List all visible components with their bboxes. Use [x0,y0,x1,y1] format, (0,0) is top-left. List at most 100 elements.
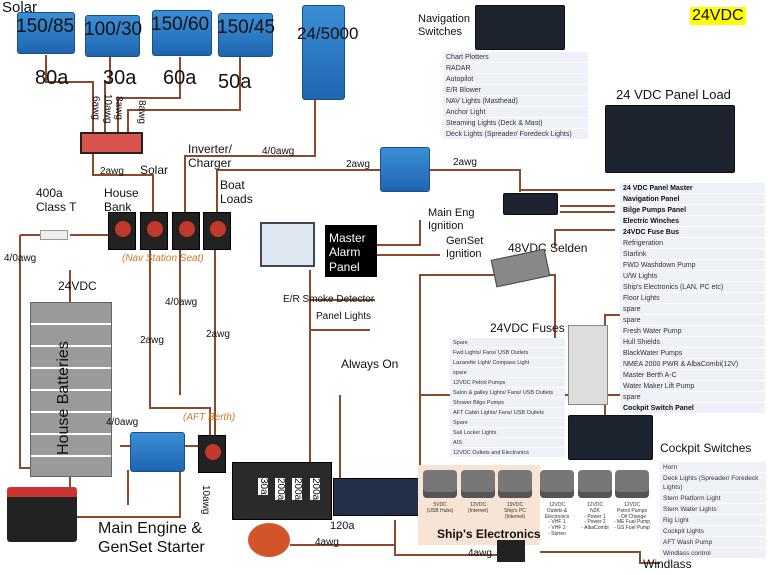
wire-gauge: 8awg [136,100,147,124]
wire-gauge: 4/0awg [262,146,295,157]
battery-voltage: 24VDC [58,279,97,293]
wire-gauge: 2awg [100,166,124,177]
lynx-fuse: 200a [292,478,303,501]
smoke-detector-label: E/R Smoke Detector [283,294,375,305]
list-item: Windlass control [660,548,766,559]
panel-load-title: 24 VDC Panel Load [616,87,731,102]
fuse-label: 30a [103,67,137,89]
list-item: 12VDC Petrol Pumps [450,378,565,388]
panel-load-item: Starlink [620,249,765,260]
inverter-model: 24/5000 [297,24,359,43]
converter-caption: 12VDC Outlets & Electronics - VHF 1 - VH… [544,502,570,537]
dc-converter [578,470,612,498]
solar-bus-label: Solar [140,163,169,177]
converter-caption: 12VDC (Internet) [467,502,489,514]
class-t-label: 400a Class T [36,186,77,215]
panel-load-item: Refrigeration [620,238,765,249]
list-item: Shower Bilge Pumps [450,398,565,408]
cockpit-switch-panel [568,415,653,460]
house-bank-label: House Bank [104,186,139,215]
battery-switch[interactable] [203,212,231,250]
list-item: Deck Lights (Spreader/ Foredeck Lights) [660,473,766,493]
list-item: Cockpit Lights [660,526,766,537]
list-item: E/R Blower [443,85,588,96]
selden-label: 48VDC Selden [508,241,588,255]
battery-switch[interactable] [108,212,136,250]
battery-switch[interactable] [198,435,226,473]
fuse-label: 60a [163,67,197,89]
dc-converter [423,470,457,498]
panel-load-item: spare [620,315,765,326]
panel-load-item: Ship's Electronics (LAN, PC etc) [620,282,765,293]
dc-panel [605,105,735,173]
battery-charger [380,147,430,192]
list-item: Fwd Lights/ Fans/ USB Outlets [450,348,565,358]
inverter-charger [302,5,345,100]
list-item: Rig Light [660,515,766,526]
wire-gauge: 6awg [90,96,101,120]
aft-berth-note: (AFT Berth) [183,412,236,423]
panel-load-item: NMEA 2000 PWR & AlbaCombi(12V) [620,359,765,370]
class-t-fuse [40,230,68,240]
wire-gauge: 2awg [206,329,230,340]
wire-gauge: 8awg [113,96,124,120]
panel-load-item: Master Berth A-C [620,370,765,381]
mppt-controller: 150/45 [217,13,276,57]
list-item: RADAR [443,63,588,74]
navigation-switch-panel [475,5,565,50]
battery-switch[interactable] [140,212,168,250]
fuse-block [568,325,608,405]
ships-electronics-label: Ship's Electronics [437,527,541,541]
list-item: Salon & galley Lights/ Fans/ USB Outlets [450,388,565,398]
nav-station-note: (Nav Station Seat) [122,253,204,264]
list-item: Horn [660,462,766,473]
mppt-controller: 100/30 [84,15,143,57]
always-on-label: Always On [341,357,399,371]
fuse-120-label: 120a [330,520,355,532]
mppt-model: 150/85 [16,16,75,37]
dc-converter [461,470,495,498]
dc-dc-charger [130,432,185,472]
solar-busbar [80,132,143,154]
boat-loads-label: Boat Loads [220,178,253,207]
dc-converter [615,470,649,498]
master-alarm-panel: Master Alarm Panel [325,225,377,277]
list-item: spare [450,368,565,378]
dc-converter [498,470,532,498]
winch-switch [503,193,558,215]
mppt-model: 100/30 [84,19,143,40]
battery-switch[interactable] [172,212,200,250]
wire-gauge: 4/0awg [165,297,198,308]
panel-load-item: U/W Lights [620,271,765,282]
converter-caption: 5VDC (USB Hubs) [426,502,454,514]
panel-load-item: Fresh Water Pump [620,326,765,337]
list-item: Spare [450,338,565,348]
windlass-label: Windlass [643,557,692,571]
cockpit-title: Cockpit Switches [660,441,752,455]
mppt-model: 150/45 [217,17,276,38]
fuses-title: 24VDC Fuses [490,321,565,335]
list-item: Anchor Light [443,107,588,118]
list-item: Chart Plotters [443,52,588,63]
converter-caption: 19VDC Ship's PC (Internet) [504,502,526,520]
panel-load-item: Bilge Pumps Panel [620,205,765,216]
wire-gauge: 2awg [140,335,164,346]
inverter-label: Inverter/ Charger [188,142,233,171]
house-batteries-label: House Batteries [55,341,72,455]
wire-gauge: 10awg [200,485,211,515]
list-item: Deck Lights (Spreader/ Foredeck Lights) [443,129,588,140]
list-item: 12VDC Outlets and Electronics [450,448,565,458]
fuse-label: 50a [218,71,252,93]
panel-load-item: Floor Lights [620,293,765,304]
list-item: AFT Wash Pump [660,537,766,548]
panel-load-item: FWD Washdown Pump [620,260,765,271]
list-item: Stern Platform Light [660,493,766,504]
list-item: Sail Locker Lights [450,428,565,438]
house-batteries [30,302,112,477]
list-item: Autopilot [443,74,588,85]
list-item: Steaming Lights (Deck & Mast) [443,118,588,129]
wire-gauge: 4awg [315,537,339,548]
starter-battery [7,487,77,542]
